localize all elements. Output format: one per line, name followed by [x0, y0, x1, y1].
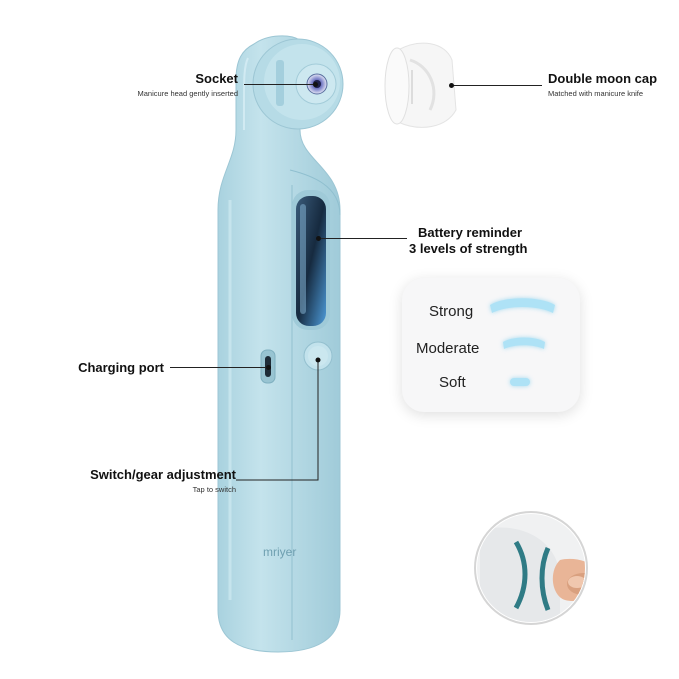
device-body	[217, 35, 341, 653]
battery-indicator-window	[292, 190, 330, 330]
charging-label: Charging port	[78, 360, 164, 375]
double-moon-cap	[384, 42, 457, 128]
socket-leader-dot	[313, 82, 318, 87]
cap-sublabel: Matched with manicure knife	[548, 89, 644, 98]
cap-leader-line	[452, 85, 542, 86]
charging-leader-dot	[266, 365, 271, 370]
level-moderate-label: Moderate	[416, 340, 480, 357]
battery-label-line2: 3 levels of strength	[409, 241, 528, 256]
switch-sublabel: Tap to switch	[192, 485, 236, 494]
socket-label: Socket	[195, 71, 238, 86]
cap-leader-dot	[449, 83, 454, 88]
socket-sublabel: Manicure head gently inserted	[137, 89, 238, 98]
level-soft-label: Soft	[439, 374, 466, 391]
battery-leader-line	[319, 238, 407, 239]
battery-label-line1: Battery reminder	[418, 225, 523, 240]
switch-label: Switch/gear adjustment	[90, 467, 236, 482]
level-strong-label: Strong	[429, 303, 474, 320]
battery-leader-dot	[316, 236, 321, 241]
switch-button[interactable]	[303, 341, 333, 371]
socket-leader-line	[244, 84, 314, 85]
cap-label: Double moon cap	[548, 71, 658, 86]
brand-logo: mriyer	[263, 545, 296, 559]
charging-leader-line	[170, 367, 268, 368]
zoom-detail-circle	[474, 511, 588, 625]
